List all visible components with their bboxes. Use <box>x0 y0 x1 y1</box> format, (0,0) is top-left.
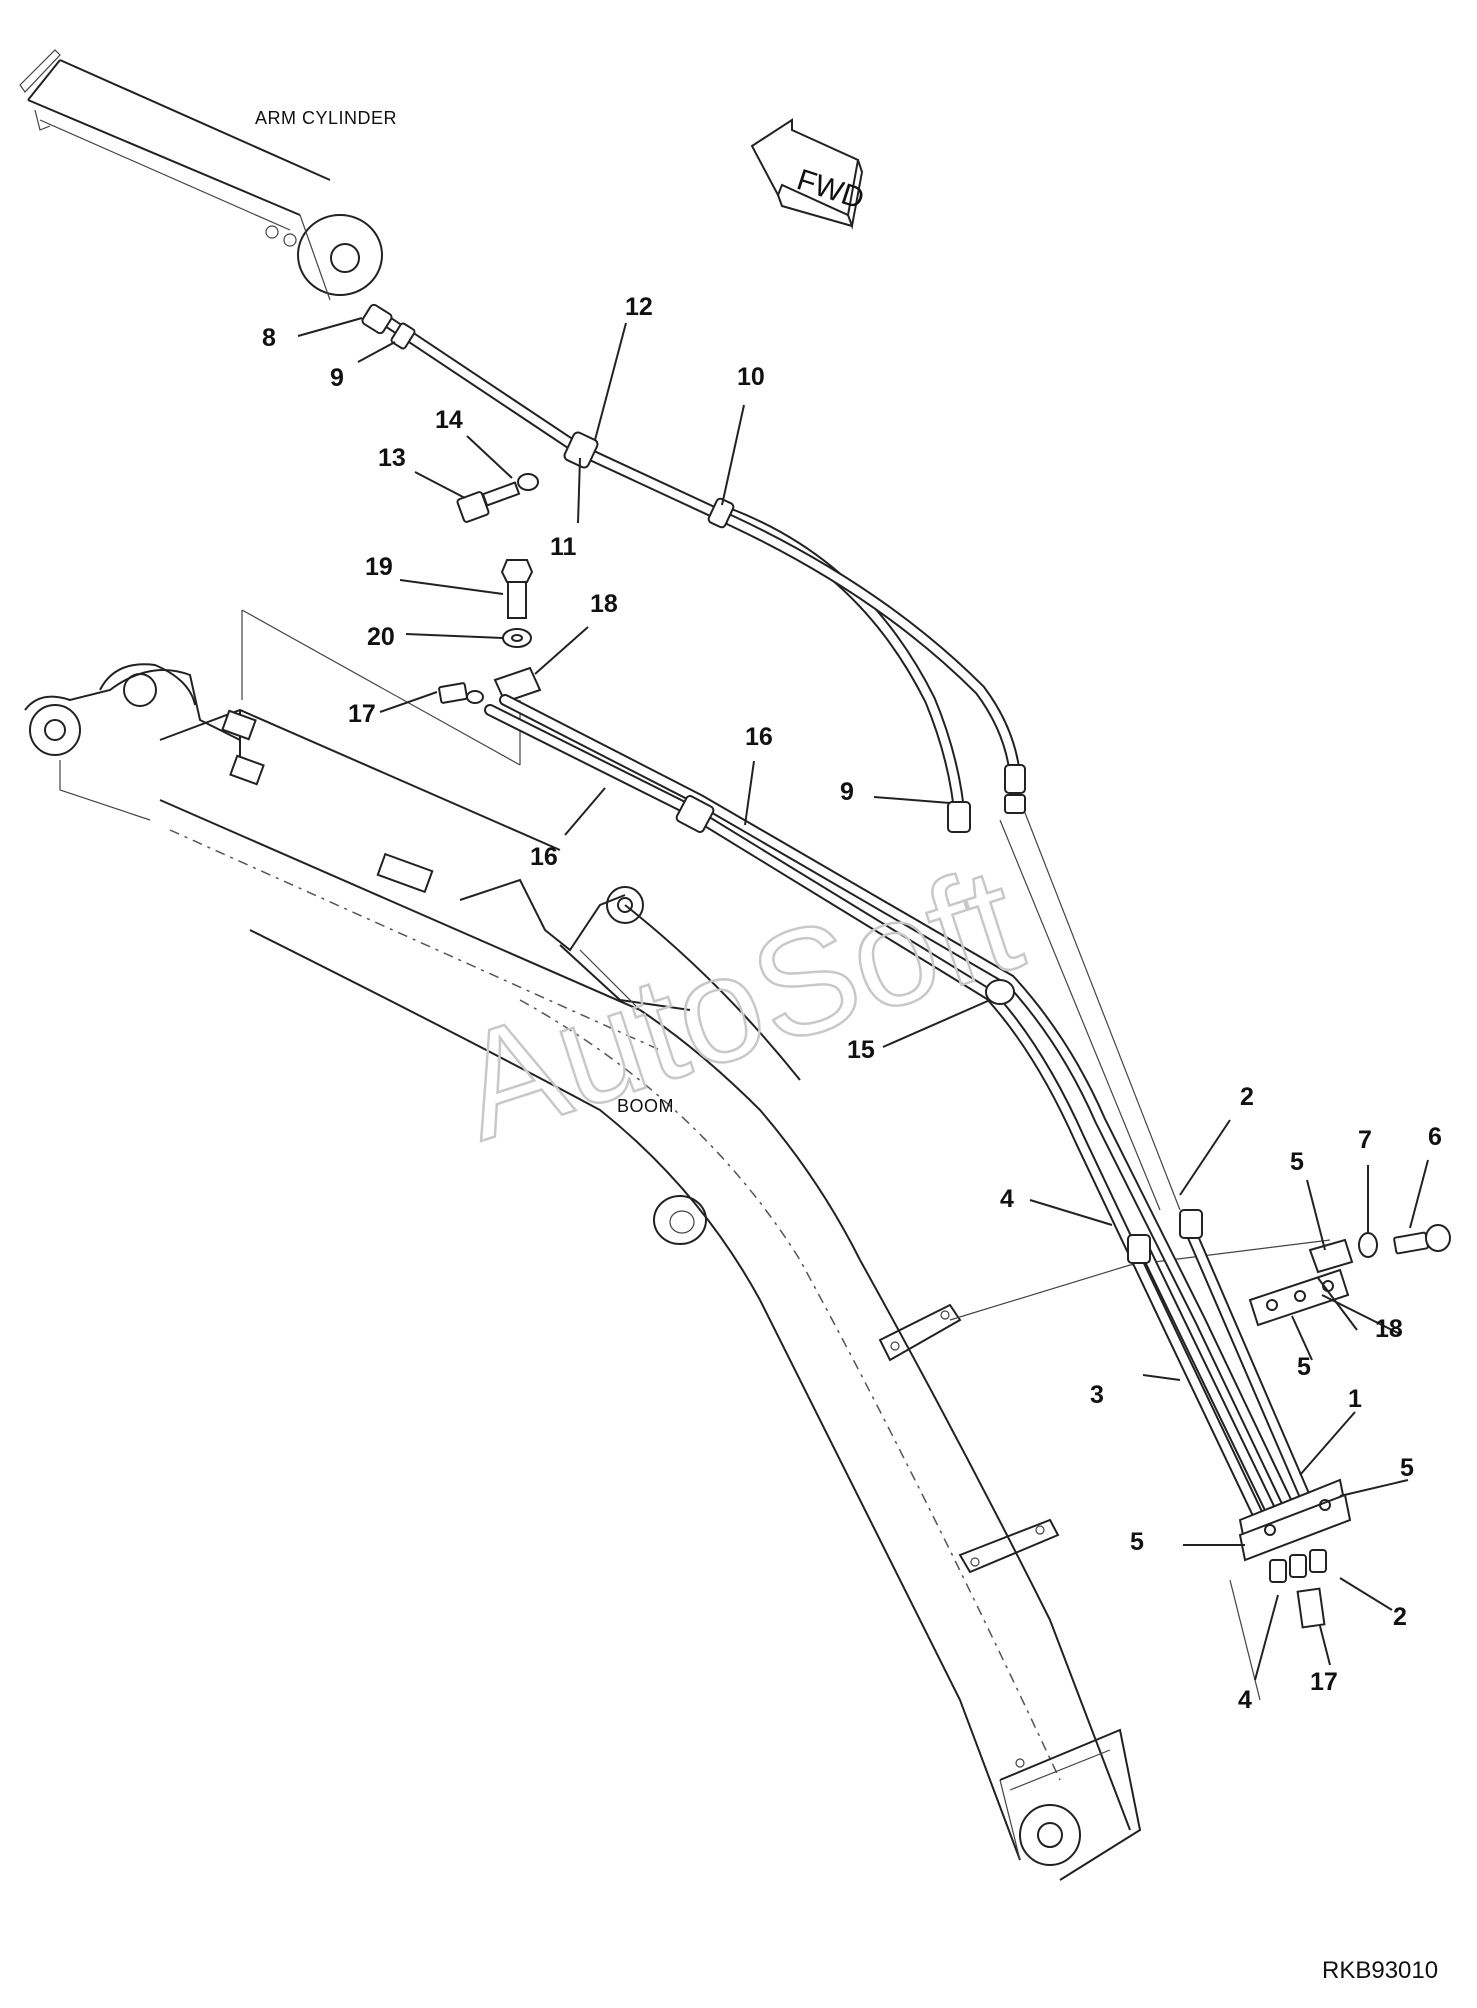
drawing-code: RKB93010 <box>1322 1957 1438 1984</box>
callout-16-right: 16 <box>745 723 773 751</box>
boom-caption: BOOM <box>617 1096 674 1116</box>
callout-9-lower: 9 <box>840 778 854 806</box>
arm-cylinder-caption: ARM CYLINDER <box>255 108 397 128</box>
callout-5-left: 5 <box>1130 1528 1144 1556</box>
callout-15: 15 <box>847 1036 875 1064</box>
lower-tubes <box>484 694 1352 1629</box>
callout-14: 14 <box>435 406 463 434</box>
callout-20: 20 <box>367 623 395 651</box>
callout-17-lower: 17 <box>1310 1668 1338 1696</box>
callout-13: 13 <box>378 444 406 472</box>
upper-hose <box>361 303 1026 833</box>
arm-cylinder <box>19 49 383 301</box>
callout-9-upper: 9 <box>330 364 344 392</box>
callout-17-upper: 17 <box>348 700 376 728</box>
callout-8: 8 <box>262 324 276 352</box>
callout-18-upper: 18 <box>590 590 618 618</box>
leader-lines <box>297 317 1429 1681</box>
callout-3: 3 <box>1090 1381 1104 1409</box>
callout-12: 12 <box>625 293 653 321</box>
callout-19: 19 <box>365 553 393 581</box>
assembly-lines <box>241 609 1331 1701</box>
callout-6: 6 <box>1428 1123 1442 1151</box>
clamp-bolt-13 <box>456 473 539 523</box>
callout-5-top: 5 <box>1290 1148 1304 1176</box>
callout-16-left: 16 <box>530 843 558 871</box>
callout-10: 10 <box>737 363 765 391</box>
fwd-arrow: FWD <box>750 118 868 230</box>
clamp-stack-upper <box>438 559 542 704</box>
callout-2-lower: 2 <box>1393 1603 1407 1631</box>
callout-numbers: 8 9 12 11 10 14 13 19 20 18 17 16 16 9 1… <box>262 293 1442 1714</box>
callout-7: 7 <box>1358 1126 1372 1154</box>
callout-5-middle: 5 <box>1297 1353 1311 1381</box>
watermark-logo: AutoSoft <box>439 834 1038 1172</box>
callout-11: 11 <box>550 533 577 561</box>
callout-4-lower: 4 <box>1238 1686 1252 1714</box>
callout-18-lower: 18 <box>1375 1315 1403 1343</box>
callout-5-right: 5 <box>1400 1454 1414 1482</box>
boom-structure <box>24 663 1142 1881</box>
callout-4-upper: 4 <box>1000 1185 1014 1213</box>
callout-1: 1 <box>1348 1385 1362 1413</box>
callout-2-upper: 2 <box>1240 1083 1254 1111</box>
